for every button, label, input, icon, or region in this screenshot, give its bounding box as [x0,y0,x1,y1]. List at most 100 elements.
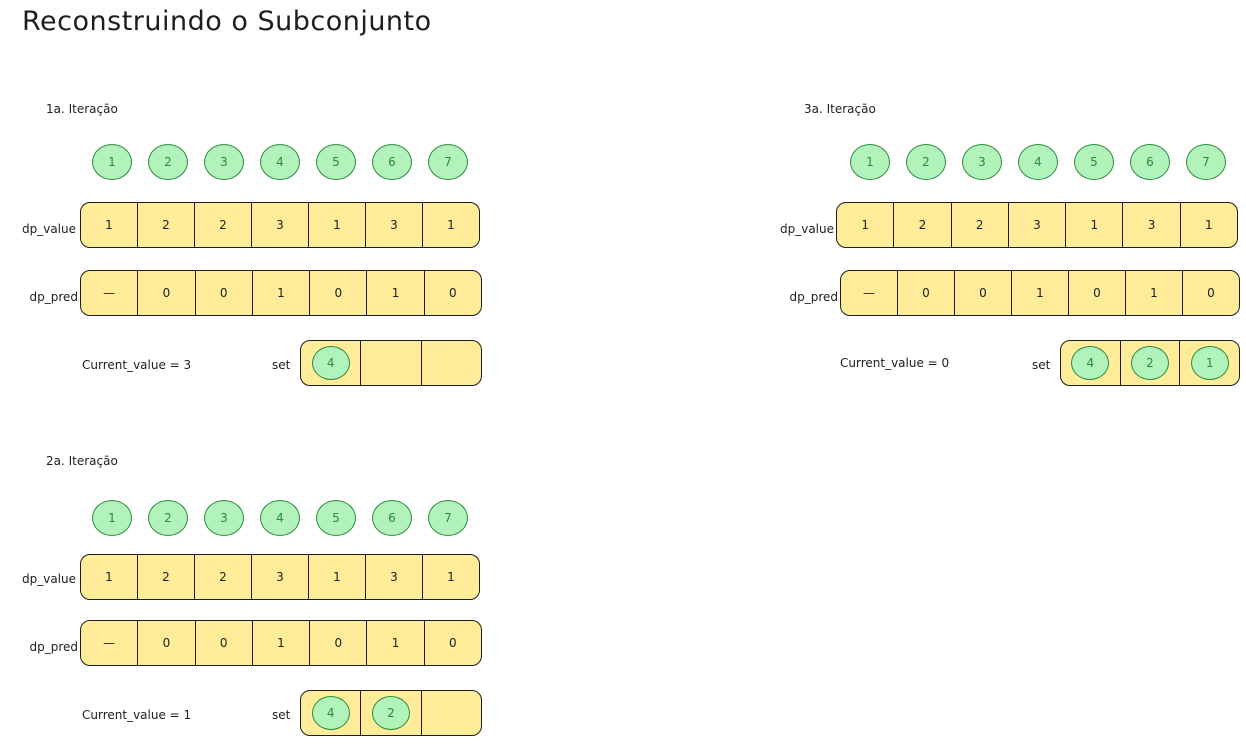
dp-value-cell: 3 [366,203,423,247]
dp-value-cell: 3 [1123,203,1181,247]
set-cell: 1 [1180,341,1239,385]
dp-value-cell: 1 [309,203,366,247]
index-circle: 7 [428,500,468,536]
iteration-title: 2a. Iteração [46,454,118,468]
index-circle: 4 [260,500,300,536]
set-cell: 2 [361,691,422,735]
dp-value-cell: 1 [81,203,138,247]
index-circle: 1 [850,144,890,180]
dp-value-cell: 2 [894,203,952,247]
set-cell: 4 [301,341,362,385]
set-cell [361,341,422,385]
set-cell: 2 [1121,341,1181,385]
set-circle: 4 [1071,346,1110,380]
dp-pred-cell: 1 [367,621,425,665]
dp-value-cell: 1 [1066,203,1124,247]
dp-pred-cell: 0 [138,621,196,665]
dp-value-label: dp_value [21,222,76,236]
dp-pred-bar: — 0 0 1 0 1 0 [80,270,482,316]
dp-pred-cell: 0 [449,636,457,650]
iteration-1: 1a. Iteração 1 2 3 4 5 6 7 dp_value 1 2 … [0,100,500,400]
index-circle: 2 [148,500,188,536]
index-circle: 4 [260,144,300,180]
set-label: set [272,358,291,372]
dp-value-cell: 2 [195,555,252,599]
set-label: set [1032,358,1051,372]
set-cell: 4 [301,691,362,735]
dp-value-label: dp_value [779,222,834,236]
index-circle: 7 [428,144,468,180]
dp-pred-cell: — [81,621,139,665]
dp-pred-label: dp_pred [29,290,78,304]
dp-pred-cell: 1 [1126,271,1183,315]
dp-pred-cell: 0 [138,271,196,315]
dp-value-cell: 2 [952,203,1009,247]
dp-value-cell: 1 [81,555,138,599]
current-value: Current_value = 0 [840,356,950,370]
set-circle: 2 [1131,346,1169,380]
dp-pred-cell: 0 [310,621,368,665]
index-circle: 6 [372,144,412,180]
dp-pred-cell: 0 [955,271,1012,315]
dp-pred-cell: 1 [253,271,311,315]
index-circle: 7 [1186,144,1226,180]
dp-pred-cell: 0 [1207,286,1215,300]
dp-pred-cell: — [841,271,898,315]
dp-value-bar: 1 2 2 3 1 3 1 [836,202,1238,248]
dp-pred-bar: — 0 0 1 0 1 0 [840,270,1240,316]
dp-value-cell: 3 [252,555,309,599]
dp-pred-cell: 0 [898,271,955,315]
dp-pred-label: dp_pred [789,290,838,304]
set-cell [422,691,481,735]
set-cell [422,341,481,385]
index-circle: 5 [1074,144,1114,180]
set-cell: 4 [1061,341,1121,385]
dp-value-label: dp_value [21,572,76,586]
dp-pred-cell: 0 [196,621,253,665]
dp-pred-cell: — [81,271,139,315]
dp-value-cell: 1 [1205,218,1213,232]
dp-value-cell: 3 [252,203,309,247]
set-circle: 4 [311,346,350,380]
index-circle: 3 [204,144,244,180]
index-row: 1 2 3 4 5 6 7 [92,500,472,538]
index-circle: 5 [316,500,356,536]
dp-value-bar: 1 2 2 3 1 3 1 [80,202,480,248]
dp-value-cell: 3 [366,555,423,599]
index-circle: 4 [1018,144,1058,180]
dp-value-cell: 2 [138,555,195,599]
dp-value-cell: 2 [138,203,195,247]
index-circle: 5 [316,144,356,180]
dp-pred-cell: 0 [1069,271,1126,315]
dp-pred-cell: 0 [196,271,253,315]
current-value: Current_value = 1 [82,708,192,722]
page-title: Reconstruindo o Subconjunto [22,6,432,37]
dp-value-cell: 1 [447,570,455,584]
iteration-title: 1a. Iteração [46,102,118,116]
dp-pred-cell: 1 [253,621,311,665]
iteration-2: 2a. Iteração 1 2 3 4 5 6 7 dp_value 1 2 … [0,452,500,752]
index-circle: 2 [148,144,188,180]
index-circle: 3 [204,500,244,536]
dp-pred-cell: 1 [367,271,425,315]
index-row: 1 2 3 4 5 6 7 [92,144,472,182]
dp-pred-cell: 0 [310,271,368,315]
index-circle: 6 [1130,144,1170,180]
set-circle: 4 [311,696,350,730]
dp-value-cell: 1 [837,203,895,247]
index-circle: 3 [962,144,1002,180]
dp-value-bar: 1 2 2 3 1 3 1 [80,554,480,600]
index-circle: 1 [92,500,132,536]
set-bar: 4 [300,340,482,386]
set-bar: 4 2 1 [1060,340,1240,386]
set-bar: 4 2 [300,690,482,736]
current-value: Current_value = 3 [82,358,192,372]
dp-value-cell: 1 [447,218,455,232]
dp-value-cell: 2 [195,203,252,247]
index-row: 1 2 3 4 5 6 7 [850,144,1230,182]
set-label: set [272,708,291,722]
index-circle: 6 [372,500,412,536]
dp-value-cell: 3 [1009,203,1067,247]
dp-pred-bar: — 0 0 1 0 1 0 [80,620,482,666]
iteration-3: 3a. Iteração 1 2 3 4 5 6 7 dp_value 1 2 … [758,100,1246,400]
